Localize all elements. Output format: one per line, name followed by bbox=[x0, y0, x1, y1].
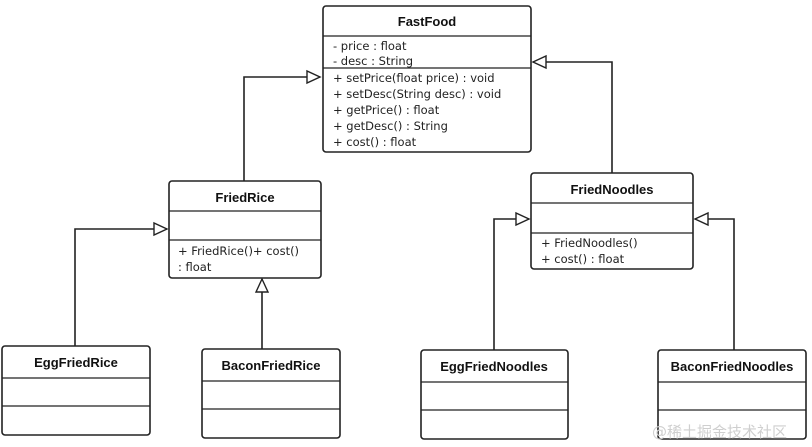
method: + FriedNoodles() bbox=[541, 236, 638, 250]
method: + setDesc(String desc) : void bbox=[333, 87, 501, 101]
class-eggfriedrice[interactable]: EggFriedRice bbox=[1, 345, 151, 436]
hollow-triangle-arrowhead bbox=[153, 221, 169, 237]
hollow-triangle-arrowhead bbox=[515, 211, 531, 227]
class-name: FriedRice bbox=[215, 190, 274, 205]
hollow-triangle-arrowhead bbox=[306, 69, 322, 85]
generalization-eggfriedrice-to-friedrice bbox=[74, 221, 169, 346]
class-name: EggFriedNoodles bbox=[440, 359, 548, 374]
class-fastfood[interactable]: FastFood - price : float - desc : String… bbox=[322, 5, 532, 153]
method: + setPrice(float price) : void bbox=[333, 71, 495, 85]
method: + getPrice() : float bbox=[333, 103, 440, 117]
method: + getDesc() : String bbox=[333, 119, 448, 133]
class-name: BaconFriedNoodles bbox=[671, 359, 794, 374]
class-name: FastFood bbox=[398, 14, 457, 29]
method: + FriedRice()+ cost() bbox=[178, 244, 299, 258]
class-friedrice[interactable]: FriedRice + FriedRice()+ cost() : float bbox=[168, 180, 322, 279]
class-baconfriednoodles[interactable]: BaconFriedNoodles bbox=[657, 349, 807, 440]
attribute: - price : float bbox=[333, 39, 407, 53]
attribute: - desc : String bbox=[333, 54, 413, 68]
hollow-triangle-arrowhead bbox=[254, 277, 270, 293]
method: + cost() : float bbox=[333, 135, 417, 149]
class-baconfriedrice[interactable]: BaconFriedRice bbox=[201, 348, 341, 439]
watermark-text: @稀土掘金技术社区 bbox=[652, 423, 787, 441]
hollow-triangle-arrowhead bbox=[693, 211, 709, 227]
hollow-triangle-arrowhead bbox=[531, 54, 547, 70]
generalization-friedrice-to-fastfood bbox=[243, 69, 322, 181]
class-name: FriedNoodles bbox=[570, 182, 653, 197]
class-name: EggFriedRice bbox=[34, 355, 118, 370]
generalization-eggfriednoodles-to-friednoodles bbox=[493, 211, 531, 350]
method: : float bbox=[178, 260, 212, 274]
generalization-friednoodles-to-fastfood bbox=[531, 54, 613, 173]
generalization-baconfriednoodles-to-friednoodles bbox=[693, 211, 735, 350]
class-eggfriednoodles[interactable]: EggFriedNoodles bbox=[420, 349, 569, 440]
generalization-baconfriedrice-to-friedrice bbox=[254, 277, 270, 349]
method: + cost() : float bbox=[541, 252, 625, 266]
class-friednoodles[interactable]: FriedNoodles + FriedNoodles() + cost() :… bbox=[530, 172, 694, 270]
class-name: BaconFriedRice bbox=[222, 358, 321, 373]
